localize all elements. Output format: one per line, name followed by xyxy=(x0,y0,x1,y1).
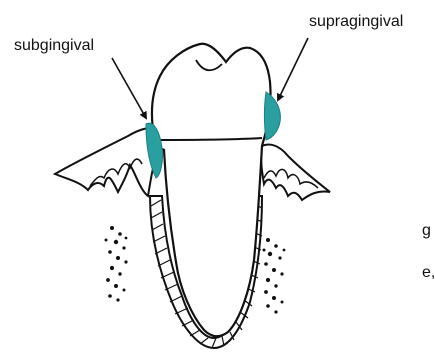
right-gum-outline xyxy=(261,144,330,200)
left-bone-dots xyxy=(105,226,128,302)
right-gum-scribble xyxy=(264,169,318,188)
cut-off-text-line-2: e, xyxy=(422,264,435,282)
subgingival-leader-arrow xyxy=(112,58,146,118)
supragingival-label: supragingival xyxy=(309,13,403,31)
right-bone-dots xyxy=(263,238,286,314)
subgingival-label: subgingival xyxy=(14,37,94,55)
cut-off-text-line-1: g xyxy=(422,222,431,240)
supragingival-leader-arrow xyxy=(278,38,308,100)
